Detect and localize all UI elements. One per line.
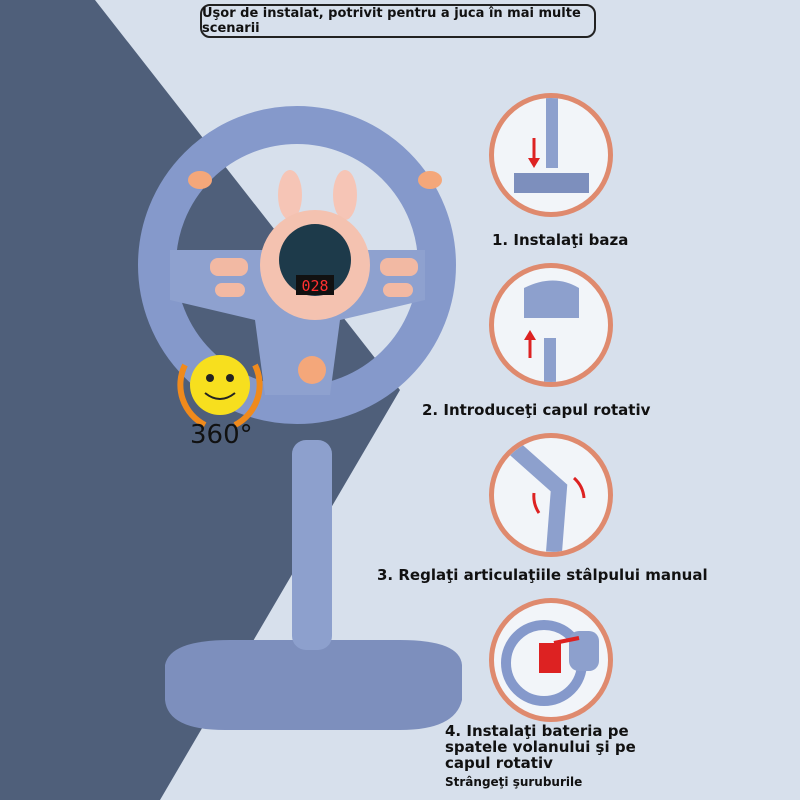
rotation-label: 360° — [190, 420, 253, 450]
step-1-label: 1. Instalaţi baza — [492, 231, 629, 249]
step-2-image — [489, 263, 613, 387]
step-4-image — [489, 598, 613, 722]
bunny-ear-right — [333, 170, 357, 220]
step-1-image — [489, 93, 613, 217]
headline-banner: Uşor de instalat, potrivit pentru a juca… — [200, 4, 596, 38]
step-4-label: 4. Instalaţi bateria pe spatele volanulu… — [445, 722, 636, 772]
step-2-label: 2. Introduceţi capul rotativ — [422, 401, 651, 419]
smiley-icon — [190, 355, 250, 415]
step-3-label: 3. Reglaţi articulaţiile stâlpului manua… — [377, 566, 708, 584]
step-3-image — [489, 433, 613, 557]
bunny-ear-left — [278, 170, 302, 220]
stand-base — [165, 640, 462, 730]
steering-wheel-rim — [138, 106, 456, 424]
speed-display: 028 — [301, 277, 328, 295]
screw-note: Strângeţi şuruburile — [445, 775, 583, 789]
stand-pole — [292, 440, 332, 650]
